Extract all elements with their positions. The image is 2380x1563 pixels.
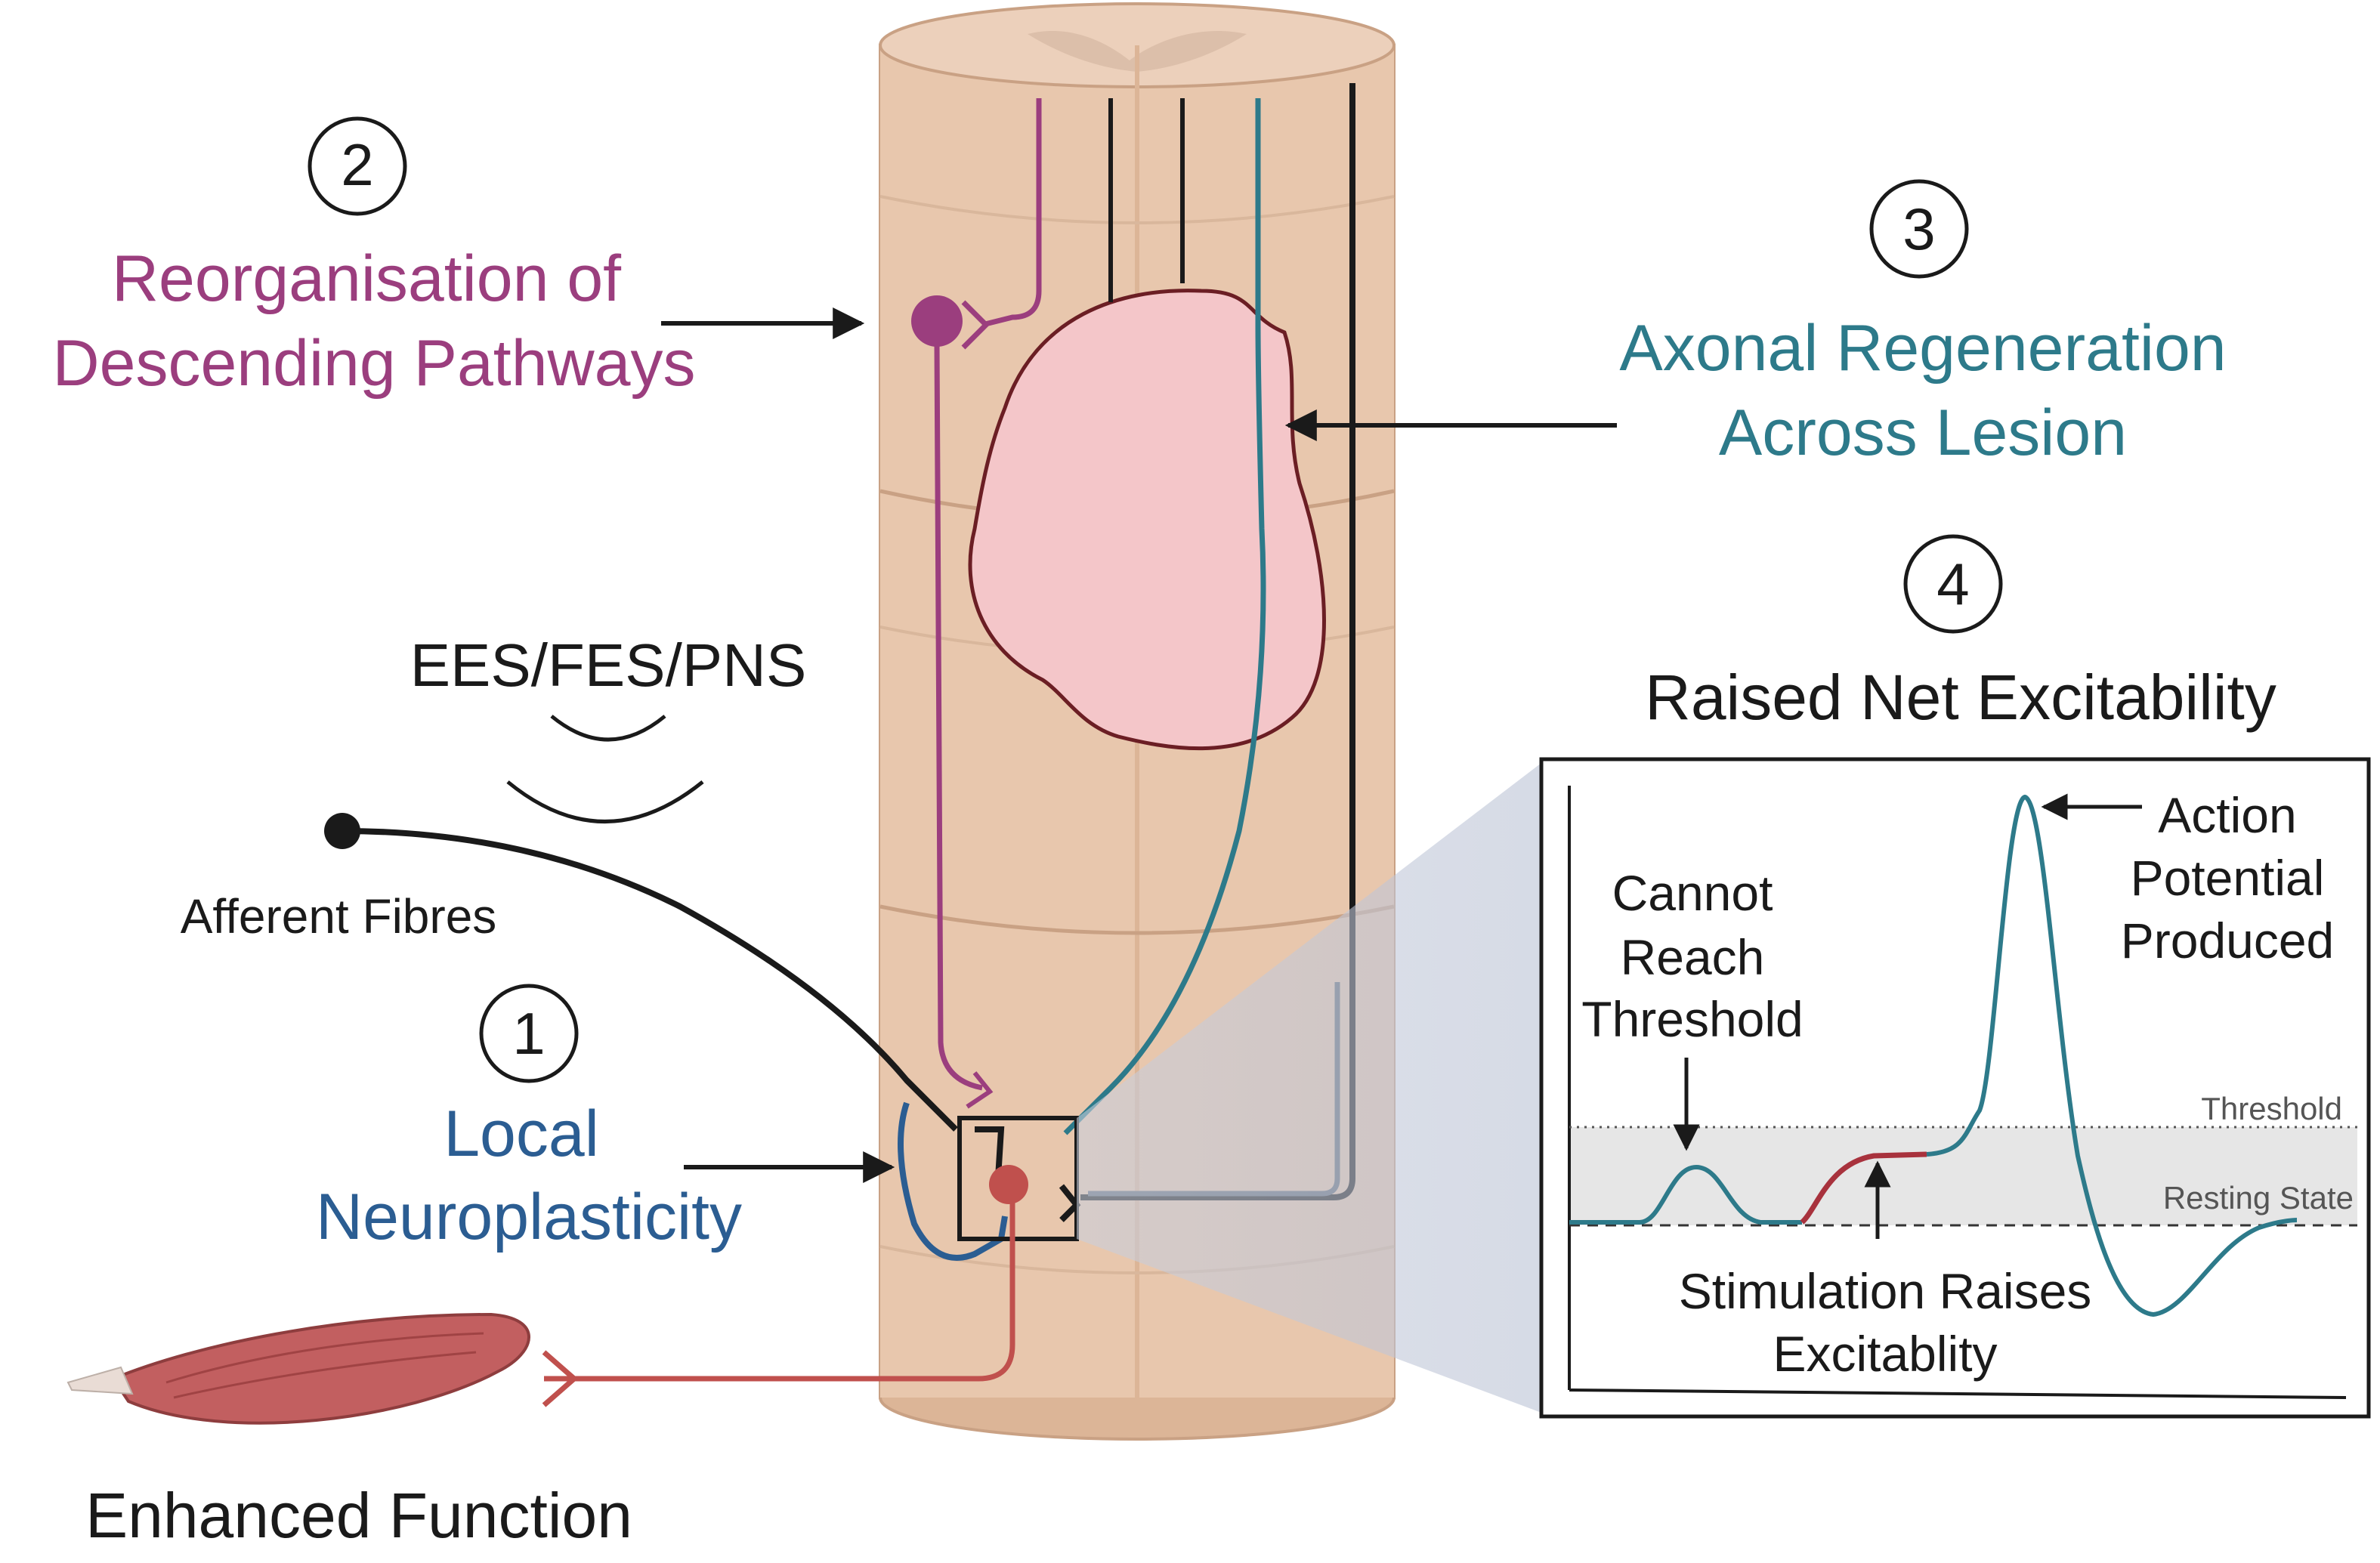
magenta-axon-lower — [934, 343, 983, 1091]
muscle-belly — [110, 1312, 530, 1425]
wave-inner — [550, 715, 666, 742]
stimulation-waves-icon — [506, 715, 704, 823]
badge-3: 3 — [1869, 179, 1969, 279]
badge-1-number: 1 — [512, 1000, 545, 1067]
stimulated-segment — [1800, 1151, 1927, 1225]
inset-threshold-label: Threshold — [2201, 1091, 2342, 1126]
motor-neuron — [989, 1165, 1028, 1204]
segment-line — [879, 195, 1395, 224]
neuromuscular-junction — [542, 1350, 579, 1407]
label-afferent-fibres: Afferent Fibres — [181, 889, 497, 944]
badge-2-number: 2 — [341, 131, 373, 198]
segment-line — [879, 904, 1395, 935]
excitability-inset: Cannot Reach Threshold Action Potential … — [1539, 757, 2371, 1419]
badge-4-circle — [1903, 534, 2003, 634]
badge-2-circle — [308, 116, 407, 216]
label-axonal-regeneration: Axonal Regeneration — [1619, 312, 2226, 385]
badge-3-circle — [1869, 179, 1969, 279]
inset-cannot-2: Reach — [1621, 929, 1765, 985]
badge-4: 4 — [1903, 534, 2003, 634]
magenta-synapse — [961, 300, 990, 350]
tendon — [66, 1366, 134, 1395]
muscle-fibre — [165, 1332, 484, 1384]
subthreshold-band — [1569, 1127, 2357, 1225]
membrane-potential-trace — [1569, 1164, 1802, 1225]
muscle-icon — [66, 1312, 530, 1425]
inset-stim-2: Excitablity — [1773, 1326, 1997, 1382]
magenta-axon-upper — [981, 98, 1042, 328]
label-raised-net-excitability: Raised Net Excitability — [1645, 662, 2276, 733]
zoom-cone — [1077, 763, 1541, 1413]
wave-outer — [506, 780, 704, 823]
badge-3-number: 3 — [1902, 196, 1935, 262]
red-motor-axon — [544, 1201, 1015, 1382]
inset-stim-1: Stimulation Raises — [1679, 1263, 2092, 1319]
afferent-axon — [342, 828, 958, 1132]
teal-regenerating-axon — [1063, 98, 1266, 1135]
inset-action-2: Potential — [2131, 850, 2325, 906]
magenta-pathway — [911, 98, 1042, 1109]
magenta-terminal — [966, 1071, 994, 1109]
inset-cannot-3: Threshold — [1581, 991, 1804, 1047]
label-descending-pathways: Descending Pathways — [53, 327, 696, 400]
label-local: Local — [444, 1098, 599, 1170]
badge-4-number: 4 — [1936, 551, 1969, 617]
lesion — [968, 289, 1326, 751]
inset-action-1: Action — [2158, 787, 2296, 843]
action-potential-trace — [1926, 794, 2298, 1317]
blue-interneuron — [898, 1101, 1008, 1261]
afferent-fibre — [324, 813, 958, 1132]
inset-action-3: Produced — [2121, 913, 2335, 968]
muscle-fibre — [173, 1351, 477, 1399]
inset-resting-label: Resting State — [2163, 1180, 2354, 1215]
badge-2: 2 — [308, 116, 407, 216]
badge-1-circle — [479, 984, 579, 1083]
label-reorganisation: Reorganisation of — [112, 242, 622, 315]
label-neuroplasticity: Neuroplasticity — [316, 1181, 742, 1253]
magenta-neuron — [911, 295, 963, 347]
inset-cannot-1: Cannot — [1612, 865, 1773, 921]
grey-matter — [1028, 30, 1247, 72]
badge-1: 1 — [479, 984, 579, 1083]
inset-frame — [1539, 757, 2371, 1419]
label-across-lesion: Across Lesion — [1719, 397, 2127, 469]
x-axis — [1569, 1388, 2347, 1399]
label-enhanced-function: Enhanced Function — [85, 1480, 632, 1551]
label-stimulation-modalities: EES/FES/PNS — [410, 632, 807, 699]
